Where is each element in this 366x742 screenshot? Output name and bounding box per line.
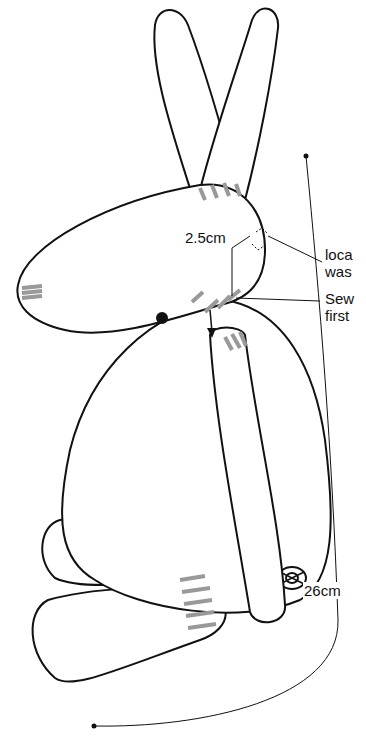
head — [17, 184, 265, 332]
eye — [156, 312, 168, 324]
stitches — [22, 183, 246, 628]
dimension-line — [92, 154, 339, 729]
gap-markers — [232, 228, 268, 296]
leader-lines — [236, 236, 322, 301]
note-label: Sew first — [324, 290, 364, 324]
body — [62, 300, 331, 613]
dimension-label: 26cm — [303, 582, 342, 599]
note-label: loca was — [324, 246, 364, 280]
arm — [210, 328, 285, 623]
sew-arrowhead — [207, 328, 216, 338]
right-ear — [200, 8, 278, 200]
dimension-label: 2.5cm — [184, 229, 227, 246]
